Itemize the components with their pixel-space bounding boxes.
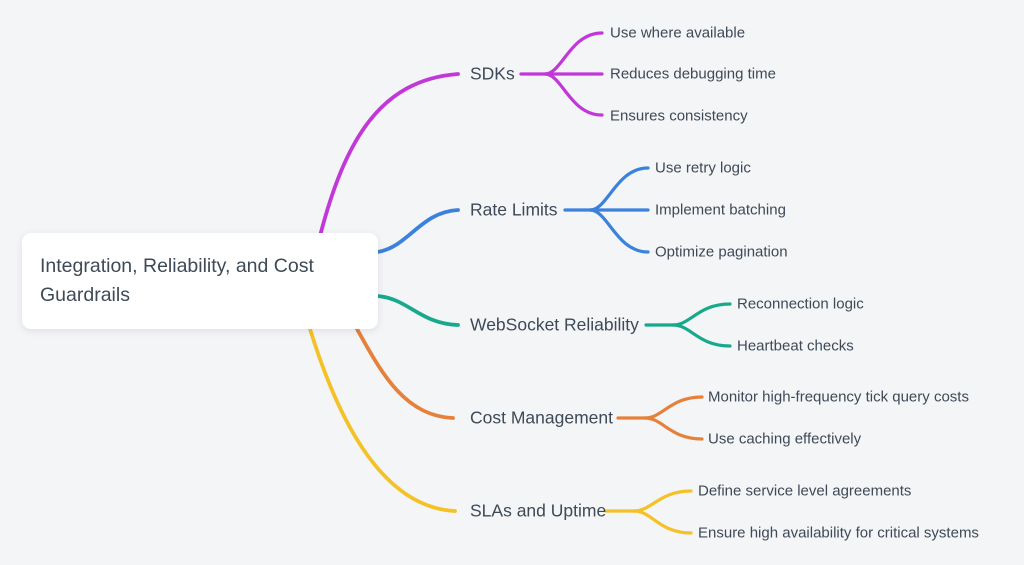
sdks-child-curve-down: [543, 72, 604, 117]
cost-management-branch-curve: [355, 327, 455, 420]
sdks-branch-curve: [318, 72, 460, 238]
leaf-heartbeat-checks[interactable]: Heartbeat checks: [737, 337, 854, 355]
rate-limits-child-curve-up: [588, 166, 650, 212]
cost-management-child-curve-up: [643, 395, 704, 420]
leaf-define-service-level-agreements[interactable]: Define service level agreements: [698, 482, 912, 500]
cost-management-child-curve-down: [643, 416, 704, 441]
leaf-ensures-consistency[interactable]: Ensures consistency: [610, 107, 748, 125]
leaf-use-where-available[interactable]: Use where available: [610, 24, 746, 42]
branch-label-rate-limits[interactable]: Rate Limits: [470, 199, 558, 220]
root-label: Integration, Reliability, and Cost Guard…: [40, 255, 314, 306]
leaf-reconnection-logic[interactable]: Reconnection logic: [737, 295, 864, 313]
leaf-monitor-tick-query-costs[interactable]: Monitor high-frequency tick query costs: [708, 388, 969, 406]
leaf-use-caching-effectively[interactable]: Use caching effectively: [708, 430, 862, 448]
leaf-ensure-high-availability[interactable]: Ensure high availability for critical sy…: [698, 524, 979, 542]
slas-child-curve-up: [632, 489, 693, 513]
leaf-use-retry-logic[interactable]: Use retry logic: [655, 159, 751, 177]
slas-child-curve-down: [632, 509, 693, 535]
root-node[interactable]: Integration, Reliability, and Cost Guard…: [22, 233, 378, 329]
slas-branch-curve: [308, 327, 457, 513]
branch-label-websocket-reliability[interactable]: WebSocket Reliability: [470, 314, 639, 335]
leaf-reduces-debugging-time[interactable]: Reduces debugging time: [610, 65, 776, 83]
websocket-branch-curve: [375, 294, 460, 327]
websocket-child-curve-up: [671, 302, 732, 327]
websocket-child-curve-down: [671, 323, 732, 348]
sdks-child-curve-up: [543, 31, 604, 76]
leaf-implement-batching[interactable]: Implement batching: [655, 201, 786, 219]
rate-limits-branch-curve: [375, 208, 460, 254]
leaf-optimize-pagination[interactable]: Optimize pagination: [655, 243, 788, 261]
rate-limits-child-curve-down: [588, 208, 650, 254]
branch-label-cost-management[interactable]: Cost Management: [470, 407, 613, 428]
branch-label-slas-and-uptime[interactable]: SLAs and Uptime: [470, 500, 607, 521]
branch-label-sdks[interactable]: SDKs: [470, 63, 515, 84]
